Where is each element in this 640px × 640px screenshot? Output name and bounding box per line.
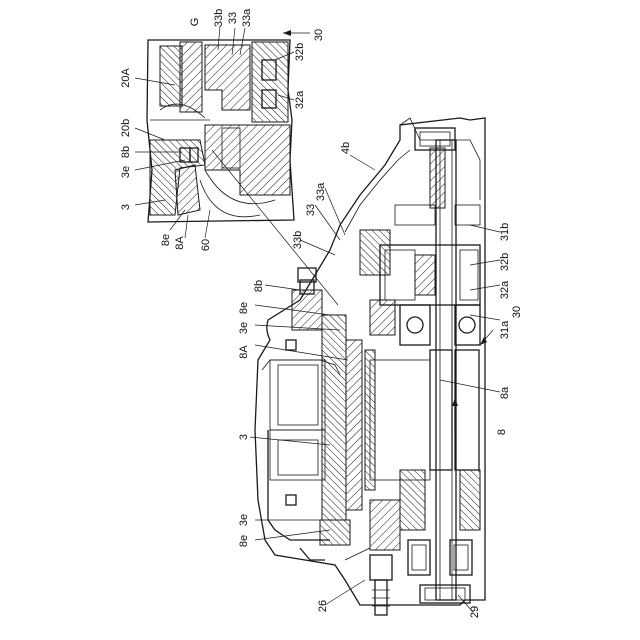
label-8a: 8a	[499, 386, 511, 399]
label-8A-inset: 8A	[174, 236, 186, 250]
label-3-inset: 3	[120, 204, 132, 210]
label-32a-main: 32a	[499, 280, 511, 299]
label-3e-inset: 3e	[120, 166, 132, 178]
label-8A-mid: 8A	[238, 345, 250, 359]
label-32a-top: 32a	[294, 90, 306, 109]
label-3e-low: 3e	[238, 514, 250, 526]
label-60: 60	[200, 239, 212, 251]
arrow-30-main	[480, 330, 493, 345]
label-8e-mid: 8e	[238, 302, 250, 314]
label-30-main: 30	[511, 306, 523, 318]
label-29: 29	[469, 606, 481, 618]
label-26: 26	[317, 600, 329, 612]
label-30-top: 30	[313, 29, 325, 41]
label-8e-low: 8e	[238, 535, 250, 547]
label-33-top: 33	[227, 12, 239, 24]
label-4b: 4b	[340, 142, 352, 154]
label-8: 8	[496, 429, 508, 435]
arrow-30-top	[283, 30, 310, 36]
label-33b-main: 33b	[292, 231, 304, 249]
label-G: G	[189, 18, 201, 27]
label-31a: 31a	[499, 320, 511, 339]
arrow-8	[452, 398, 458, 430]
label-20b: 20b	[120, 119, 132, 137]
label-33a-main: 33a	[315, 182, 327, 201]
label-31b: 31b	[499, 223, 511, 241]
label-8b-inset: 8b	[120, 146, 132, 158]
label-8e-inset: 8e	[160, 234, 172, 246]
label-32b-main: 32b	[499, 253, 511, 271]
inset-detail	[147, 40, 294, 222]
label-3e-mid: 3e	[238, 322, 250, 334]
label-32b-top: 32b	[294, 43, 306, 61]
label-33-main: 33	[305, 204, 317, 216]
label-33b-top: 33b	[213, 9, 225, 27]
label-8b-main: 8b	[253, 280, 265, 292]
label-3-main: 3	[238, 434, 250, 440]
label-20A: 20A	[120, 68, 132, 88]
label-33a-top: 33a	[241, 8, 253, 27]
